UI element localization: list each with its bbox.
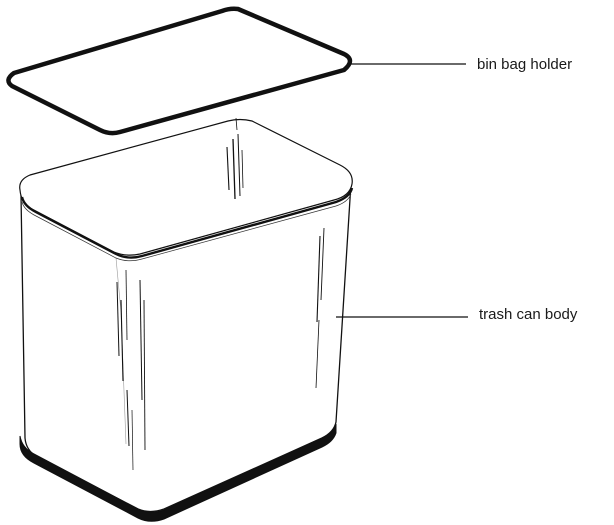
rim-outer — [19, 118, 353, 256]
rim-lower — [21, 193, 352, 262]
side-reflections — [315, 227, 325, 389]
body-reflections — [116, 269, 146, 471]
trash-can-body — [19, 117, 354, 522]
bin-bag-holder-lid — [6, 6, 353, 136]
body-outline — [20, 182, 352, 513]
trash-can-body-label: trash can body — [479, 306, 578, 323]
lid-outline — [6, 6, 353, 136]
rim-inner — [20, 187, 354, 259]
inner-reflections — [226, 117, 244, 200]
bin-bag-holder-label: bin bag holder — [477, 56, 573, 73]
